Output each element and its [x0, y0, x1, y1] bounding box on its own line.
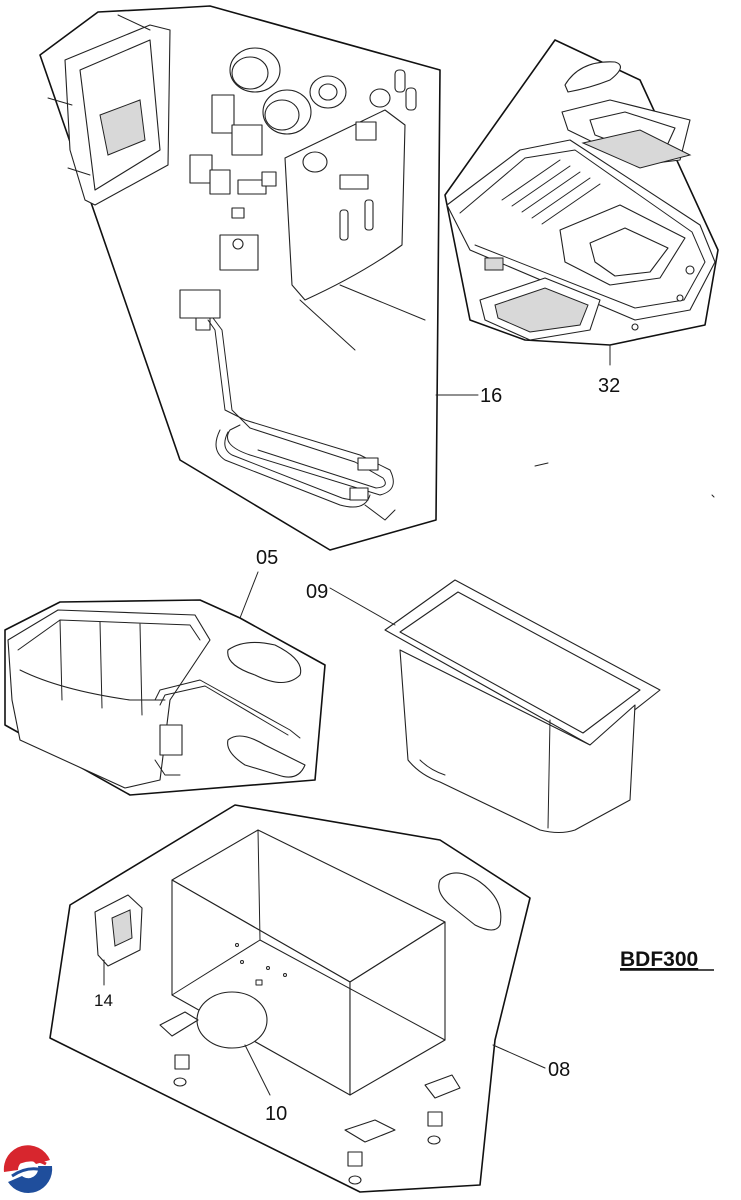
model-number: BDF300 [620, 948, 698, 971]
brand-logo-icon [2, 1142, 54, 1194]
part-feet [159, 1011, 461, 1185]
part-control-rings [229, 47, 417, 135]
callout-16: 16 [480, 385, 502, 407]
group-32-lid [444, 39, 719, 366]
callout-10: 10 [265, 1103, 287, 1125]
group-05-basket [4, 571, 326, 796]
part-09-oil-bowl [329, 579, 661, 834]
group-08-housing [49, 804, 546, 1193]
part-14-switch [94, 894, 143, 986]
callout-05: 05 [256, 547, 278, 569]
callout-09: 09 [306, 581, 328, 603]
callout-14: 14 [94, 991, 113, 1010]
group-16-control-unit [39, 5, 441, 551]
callout-08: 08 [548, 1059, 570, 1081]
part-rear-housing [47, 14, 171, 206]
part-switches [189, 94, 277, 271]
part-front-housing [284, 109, 426, 351]
callout-32: 32 [598, 375, 620, 397]
part-heating-element [179, 289, 396, 521]
